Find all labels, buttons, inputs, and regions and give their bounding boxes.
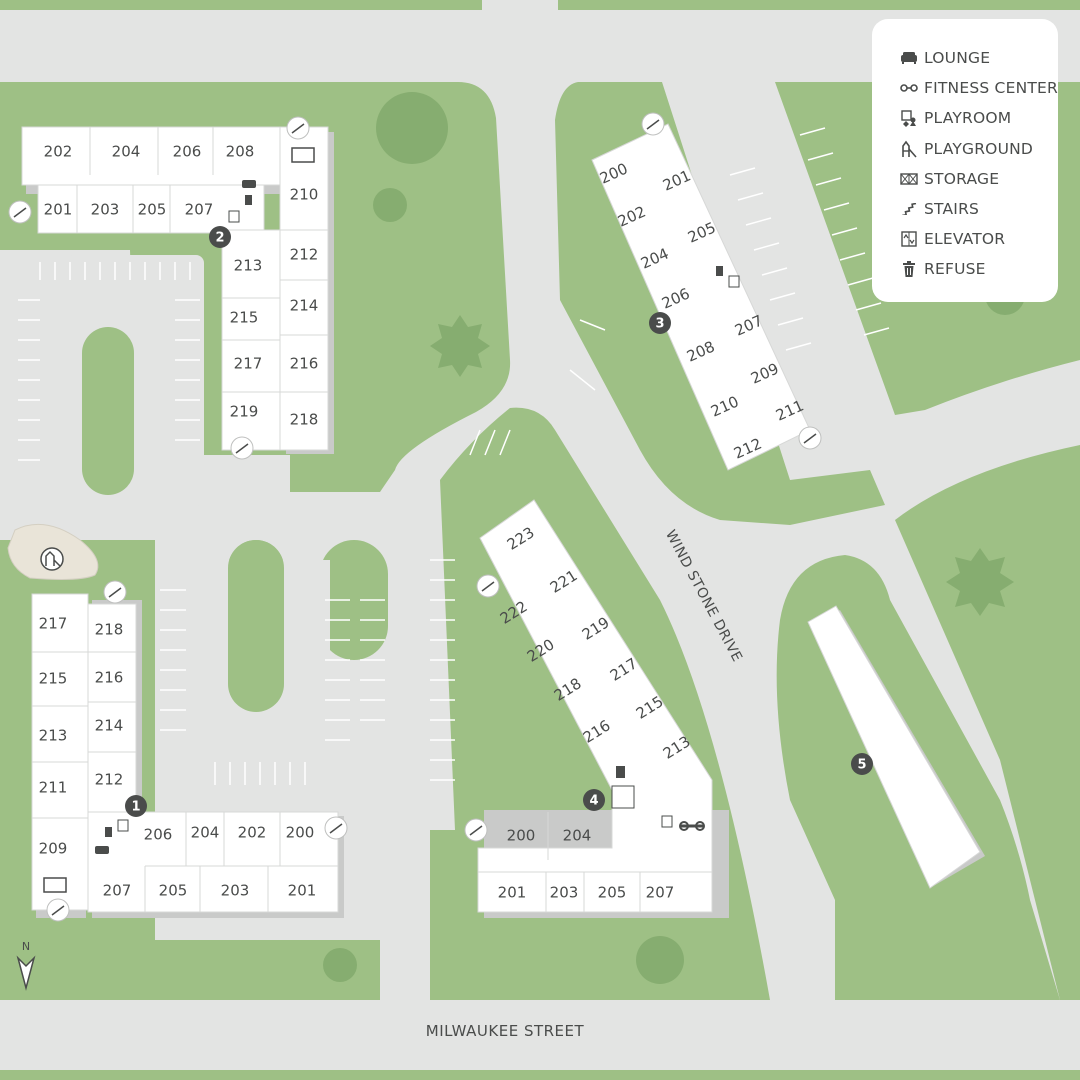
parking-islands xyxy=(82,327,284,712)
refuse-icon xyxy=(900,260,918,278)
unit-label: 218 xyxy=(95,621,124,639)
unit-label: 208 xyxy=(226,143,255,161)
legend-label: PLAYGROUND xyxy=(924,139,1034,158)
unit-label: 216 xyxy=(95,669,124,687)
unit-label: 204 xyxy=(112,143,141,161)
unit-label: 207 xyxy=(103,882,132,900)
unit-label: 205 xyxy=(159,882,188,900)
unit-label: 203 xyxy=(221,882,250,900)
compass: N xyxy=(16,940,36,991)
unit-label: 209 xyxy=(39,840,68,858)
unit-label: 202 xyxy=(238,824,267,842)
parking-stripes xyxy=(18,127,890,785)
stairs-marker-glyphs xyxy=(13,119,817,916)
building-markers xyxy=(125,226,873,817)
unit-label: 219 xyxy=(230,403,259,421)
legend-label: PLAYROOM xyxy=(924,109,1012,128)
playground-icon xyxy=(40,547,64,571)
legend-label: ELEVATOR xyxy=(924,230,1006,249)
unit-label: 200 xyxy=(507,827,536,845)
unit-label: 206 xyxy=(173,143,202,161)
unit-label: 204 xyxy=(563,827,592,845)
unit-label: 214 xyxy=(95,717,124,735)
legend-label: FITNESS CENTER xyxy=(924,79,1058,98)
unit-label: 201 xyxy=(288,882,317,900)
legend-item-playground: PLAYGROUND xyxy=(900,134,1058,164)
north-arrow-icon xyxy=(16,955,36,991)
unit-label: 212 xyxy=(95,771,124,789)
unit-label: 217 xyxy=(39,615,68,633)
unit-label: 202 xyxy=(44,143,73,161)
unit-label: 205 xyxy=(598,884,627,902)
unit-label: 207 xyxy=(646,884,675,902)
unit-label: 213 xyxy=(39,727,68,745)
playground-icon xyxy=(900,140,918,158)
legend-panel: LOUNGE FITNESS CENTER PLAYROOM PLAYGROUN… xyxy=(872,19,1058,302)
fitness-icon xyxy=(900,79,918,97)
unit-label: 204 xyxy=(191,824,220,842)
unit-label: 201 xyxy=(498,884,527,902)
unit-label: 201 xyxy=(44,201,73,219)
unit-label: 200 xyxy=(286,824,315,842)
legend-item-fitness-center: FITNESS CENTER xyxy=(900,73,1058,103)
unit-label: 206 xyxy=(144,826,173,844)
stairs-icon xyxy=(900,200,918,218)
building-number-1: 1 xyxy=(131,800,140,815)
unit-label: 218 xyxy=(290,411,319,429)
building-number-4: 4 xyxy=(589,794,598,809)
unit-dividers xyxy=(32,127,712,912)
legend-item-playroom: PLAYROOM xyxy=(900,103,1058,133)
unit-label: 203 xyxy=(550,884,579,902)
unit-label: 215 xyxy=(39,670,68,688)
lounge-icon xyxy=(900,49,918,67)
legend-item-storage: STORAGE xyxy=(900,164,1058,194)
unit-label: 215 xyxy=(230,309,259,327)
building-number-5: 5 xyxy=(857,758,866,773)
legend-label: LOUNGE xyxy=(924,49,991,68)
unit-label: 210 xyxy=(290,186,319,204)
legend-label: REFUSE xyxy=(924,260,986,279)
unit-label: 212 xyxy=(290,246,319,264)
elevator-icon xyxy=(900,230,918,248)
unit-label: 214 xyxy=(290,297,319,315)
unit-label: 213 xyxy=(234,257,263,275)
playroom-icon xyxy=(900,109,918,128)
unit-label: 216 xyxy=(290,355,319,373)
building-number-2: 2 xyxy=(215,231,224,246)
compass-label: N xyxy=(22,940,30,953)
legend-item-lounge: LOUNGE xyxy=(900,43,1058,73)
unit-label: 205 xyxy=(138,201,167,219)
legend-item-refuse: REFUSE xyxy=(900,254,1058,284)
unit-label: 207 xyxy=(185,201,214,219)
storage-icon xyxy=(900,170,918,188)
legend-item-elevator: ELEVATOR xyxy=(900,224,1058,254)
unit-label: 217 xyxy=(234,355,263,373)
building-number-3: 3 xyxy=(655,317,664,332)
legend-label: STAIRS xyxy=(924,200,980,219)
legend-label: STORAGE xyxy=(924,169,1000,188)
unit-label: 211 xyxy=(39,779,68,797)
map-amenity-icons xyxy=(43,147,740,893)
street-label-milwaukee: MILWAUKEE STREET xyxy=(426,1022,585,1040)
legend-item-stairs: STAIRS xyxy=(900,194,1058,224)
unit-label: 203 xyxy=(91,201,120,219)
